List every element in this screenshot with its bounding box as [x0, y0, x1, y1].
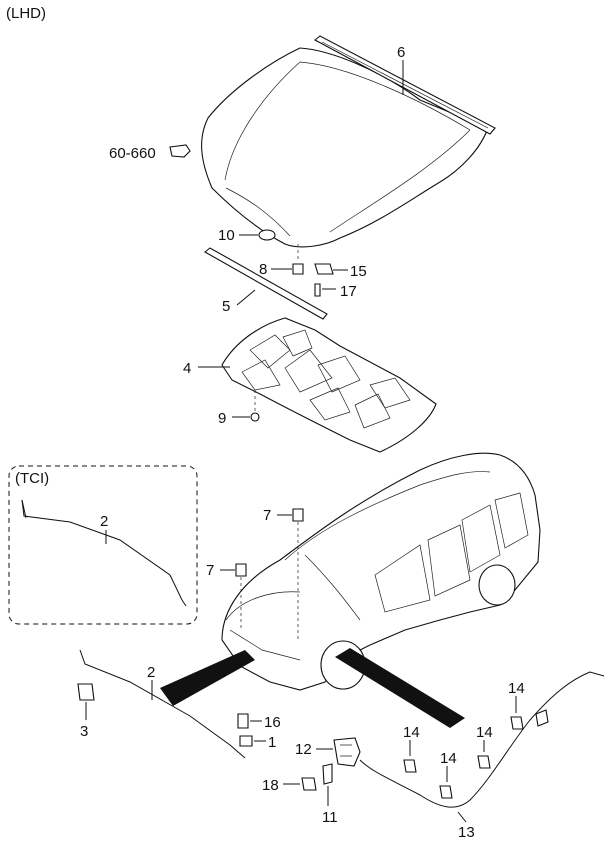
hood-panel — [201, 47, 489, 248]
leader-5 — [236, 289, 256, 306]
rear-wheel — [478, 564, 516, 606]
cable-clip-a-icon — [403, 759, 417, 773]
stopper-icon — [292, 263, 304, 275]
clip-1-icon — [239, 735, 253, 747]
cable-clip-b-icon — [439, 785, 453, 799]
rod-holder-icon — [77, 683, 95, 701]
callout-14-c: 14 — [476, 724, 493, 741]
callout-18: 18 — [262, 777, 279, 794]
tci-support-rod — [21, 499, 187, 607]
callout-4: 4 — [183, 360, 191, 377]
callout-14-b: 14 — [440, 750, 457, 767]
cable-clip-d-icon — [510, 716, 524, 730]
release-cable — [359, 671, 605, 808]
hood-latch-icon — [333, 737, 361, 767]
callout-60-660: 60-660 — [109, 145, 156, 162]
tci-inset-title: (TCI) — [15, 470, 49, 487]
bolt-icon — [314, 283, 321, 297]
callout-14-a: 14 — [403, 724, 420, 741]
callout-5: 5 — [222, 298, 230, 315]
callout-11: 11 — [322, 809, 338, 826]
callout-6: 6 — [397, 44, 405, 61]
hood-stopper-left-icon — [235, 563, 247, 577]
hood-insulator — [221, 317, 437, 453]
callout-2-inset: 2 — [100, 513, 108, 530]
vehicle-outline — [221, 452, 541, 691]
callout-10: 10 — [218, 227, 235, 244]
wedge-left-icon — [160, 650, 255, 706]
leader-13 — [457, 811, 467, 823]
tci-rod-end-icon — [21, 499, 27, 519]
hood-weatherstrip — [314, 35, 496, 135]
cable-clip-c-icon — [477, 755, 491, 769]
variant-label: (LHD) — [6, 5, 46, 22]
callout-12: 12 — [295, 741, 312, 758]
callout-15: 15 — [350, 263, 367, 280]
striker-icon — [314, 263, 334, 275]
latch-bolt-icon — [301, 777, 317, 791]
wedge-right-icon — [335, 648, 465, 728]
bracket-icon — [322, 763, 333, 785]
grommet-icon — [237, 713, 249, 729]
callout-16: 16 — [264, 714, 281, 731]
callout-2-main: 2 — [147, 664, 155, 681]
callout-14-d: 14 — [508, 680, 525, 697]
callout-8: 8 — [259, 261, 267, 278]
callout-9: 9 — [218, 410, 226, 427]
callout-13: 13 — [458, 824, 475, 841]
callout-7-top: 7 — [263, 507, 271, 524]
tci-inset-frame — [8, 465, 198, 625]
callout-1: 1 — [268, 734, 276, 751]
callout-3: 3 — [80, 723, 88, 740]
support-rod — [79, 649, 246, 759]
hood-bumper-icon — [258, 229, 276, 241]
cable-grommet-icon — [535, 709, 549, 727]
callout-17: 17 — [340, 283, 357, 300]
hood-stopper-top-icon — [292, 508, 304, 522]
hood-hinge-ref-icon — [169, 144, 191, 158]
hood-seal-strip — [204, 247, 328, 320]
callout-7-left: 7 — [206, 562, 214, 579]
clip-icon — [250, 412, 260, 422]
